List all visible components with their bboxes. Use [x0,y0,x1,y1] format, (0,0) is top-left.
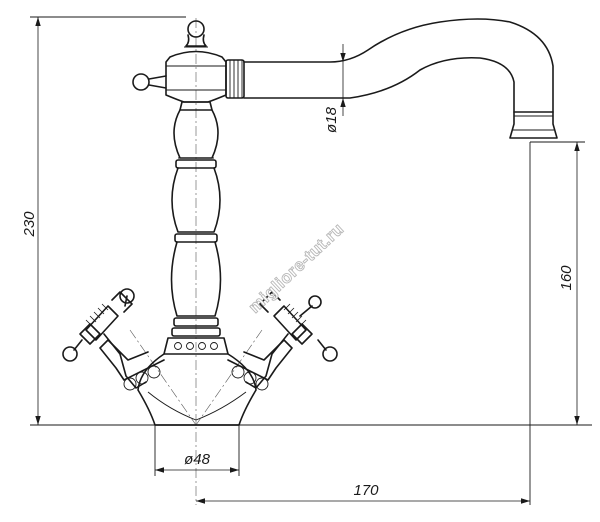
dimension-height-total: 230 [21,17,41,425]
dimension-width-reach: 170 [196,482,530,504]
dimension-label-230: 230 [21,211,38,238]
center-lines [129,18,263,505]
right-handle-knurl [283,303,307,327]
dimension-base-diameter: ø48 [155,451,239,473]
left-handle-knurl [85,303,109,327]
faucet-body [62,18,558,426]
dimension-spout-diameter: ø18 [323,44,346,133]
dimension-label-160: 160 [558,265,575,291]
dimension-label-170: 170 [353,482,379,499]
dimension-height-spout: 160 [558,142,580,425]
dimension-label-18: ø18 [323,106,340,133]
extension-lines [30,16,592,505]
dimension-label-48: ø48 [184,451,211,468]
watermark-text: migliore-tut.ru [245,219,348,317]
